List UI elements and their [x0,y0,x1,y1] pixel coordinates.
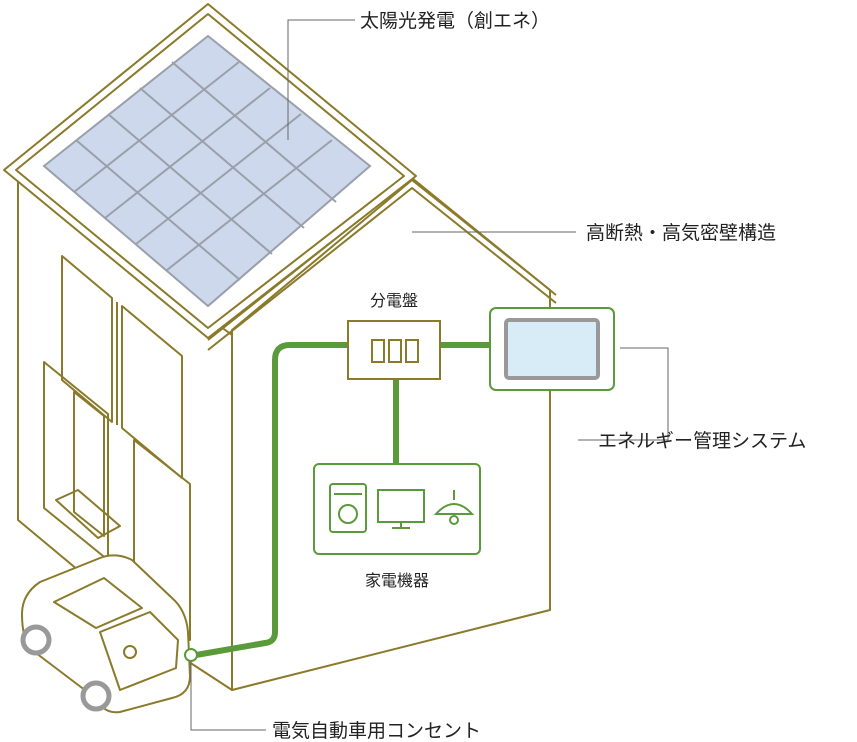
outlet-icon [184,648,198,662]
label-ev-outlet: 電気自動車用コンセント [272,720,481,742]
leader-lines [190,19,669,731]
leader-ev-outlet [190,661,266,731]
electric-car-icon [20,554,191,714]
appliance-box [313,463,481,555]
leader-hems [578,347,669,441]
washing-machine-icon [329,483,367,533]
door-step [55,489,121,539]
door-recess [73,391,105,537]
roof-plane-inner [15,13,405,329]
distribution-board-icon [347,320,441,380]
label-hems: エネルギー管理システム [598,430,806,452]
tablet-monitor-icon [489,307,615,391]
television-icon [377,489,425,529]
roof-eave-right-inner [207,187,557,351]
leader-solar [287,19,355,140]
window-upper-right [121,305,183,479]
power-wiring [193,342,493,658]
solar-panel-icon [42,34,372,308]
label-insulation: 高断熱・高気密壁構造 [586,222,776,244]
ceiling-lamp-icon [433,490,475,525]
label-solar: 太陽光発電（創エネ） [360,10,550,32]
label-appliances: 家電機器 [365,571,429,590]
label-distribution-board: 分電盤 [370,291,418,310]
lower-window [133,439,191,641]
window-upper-left [61,255,113,423]
